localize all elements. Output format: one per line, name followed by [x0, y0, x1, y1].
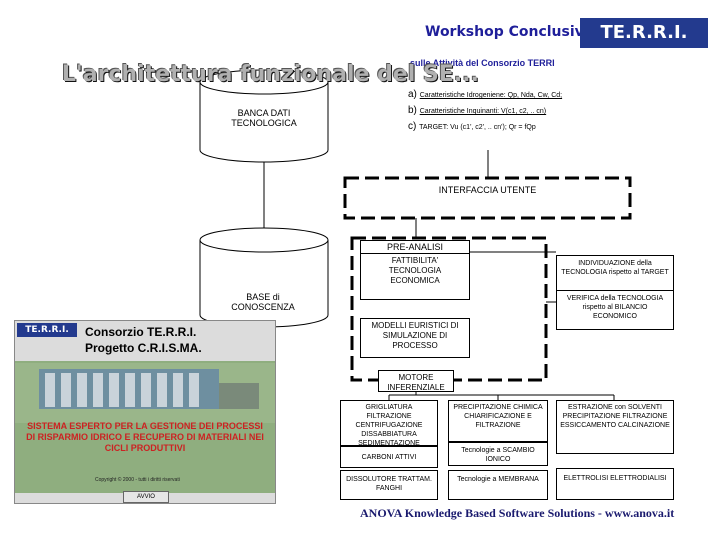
panel-image: SISTEMA ESPERTO PER LA GESTIONE DEI PROC…	[15, 361, 275, 493]
footer-credit: ANOVA Knowledge Based Software Solutions…	[360, 506, 675, 520]
characteristic-a: a) Caratteristiche Idrogeniene: Qp, Nda,…	[408, 89, 563, 100]
treatment-col1-mid: CARBONI ATTIVI	[340, 446, 438, 468]
interface-dashed-frame	[343, 176, 632, 220]
main-title: L'architettura funzionale del SE...	[62, 62, 479, 87]
databank-cylinder	[199, 69, 329, 163]
treatment-col1-top: GRIGLIATURA FILTRAZIONE CENTRIFUGAZIONE …	[340, 400, 438, 447]
interface-label: INTERFACCIA UTENTE	[438, 185, 537, 195]
plant-illustration	[15, 363, 275, 423]
engine-box: MOTORE INFERENZIALE	[378, 370, 454, 392]
treatment-col1-bottom: DISSOLUTORE TRATTAM. FANGHI	[340, 470, 438, 500]
characteristics-list: a) Caratteristiche Idrogeniene: Qp, Nda,…	[406, 86, 584, 150]
avvio-button[interactable]: AVVIO	[123, 491, 169, 503]
panel-description: SISTEMA ESPERTO PER LA GESTIONE DEI PROC…	[26, 421, 264, 453]
treatment-col2-top: PRECIPITAZIONE CHIMICA CHIARIFICAZIONE E…	[448, 400, 548, 442]
workshop-title: Workshop Conclusivo	[425, 24, 594, 40]
characteristic-b: b) Caratteristiche Inquinanti: V(c1, c2,…	[408, 105, 547, 116]
verification-box: VERIFICA della TECNOLOGIA rispetto al BI…	[556, 290, 674, 330]
panel-copyright: Copyright © 2000 - tutti i diritti riser…	[95, 477, 180, 483]
databank-label: BANCA DATI TECNOLOGICA	[231, 108, 297, 128]
preanalysis-title: PRE-ANALISI	[361, 241, 469, 254]
panel-line1: Consorzio TE.R.R.I.	[85, 325, 197, 339]
software-panel: TE.R.R.I. Consorzio TE.R.R.I. Progetto C…	[14, 320, 276, 504]
knowledge-base-label: BASE di CONOSCENZA	[231, 292, 295, 312]
panel-logo: TE.R.R.I.	[17, 323, 77, 337]
preanalysis-body: FATTIBILITA' TECNOLOGIA ECONOMICA	[388, 256, 442, 285]
workshop-subtitle: sulle Attività del Consorzio TERRI	[410, 58, 555, 68]
technology-box: INDIVIDUAZIONE della TECNOLOGIA rispetto…	[556, 255, 674, 291]
preanalysis-box: PRE-ANALISI FATTIBILITA' TECNOLOGIA ECON…	[360, 240, 470, 300]
treatment-col3-top: ESTRAZIONE con SOLVENTI PRECIPITAZIONE F…	[556, 400, 674, 454]
knowledge-cylinder	[199, 227, 329, 328]
treatment-col2-bottom: Tecnologie a MEMBRANA	[448, 470, 548, 500]
characteristic-c: c) TARGET: Vu (c1', c2', .. cn'); Qr = f…	[408, 121, 536, 132]
treatment-col3-bottom: ELETTROLISI ELETTRODIALISI	[556, 468, 674, 500]
treatment-col2-mid: Tecnologie a SCAMBIO IONICO	[448, 442, 548, 466]
models-box: MODELLI EURISTICI DI SIMULAZIONE DI PROC…	[360, 318, 470, 358]
terri-logo: TE.R.R.I.	[580, 18, 708, 48]
panel-line2: Progetto C.R.I.S.MA.	[85, 341, 202, 355]
